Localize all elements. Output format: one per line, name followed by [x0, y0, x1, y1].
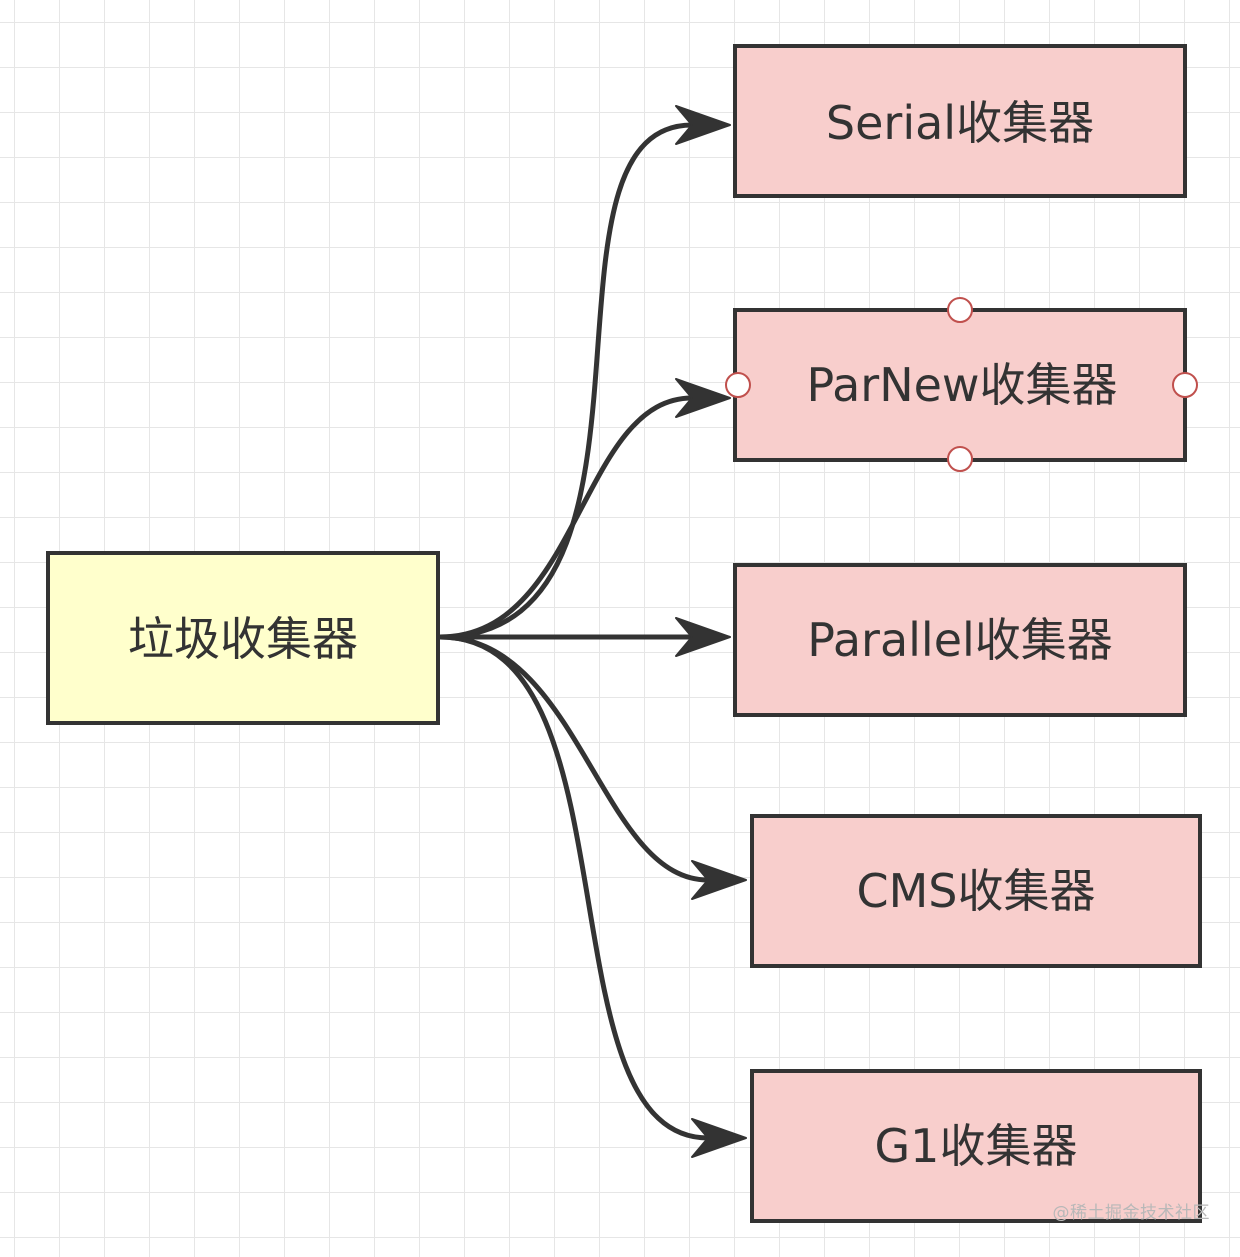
- node-box-g1: [750, 1069, 1202, 1223]
- node-box-serial: [733, 44, 1187, 198]
- arrowhead-g1: [691, 1118, 747, 1158]
- arrowhead-serial: [675, 105, 731, 145]
- node-label-parnew: ParNew收集器: [806, 358, 1117, 412]
- node-label-cms: CMS收集器: [856, 864, 1095, 918]
- edge-to-serial[interactable]: [437, 122, 695, 640]
- node-box-root: [46, 551, 440, 725]
- edge-to-cms[interactable]: [437, 634, 711, 883]
- node-garbage-collector[interactable]: 垃圾收集器: [46, 551, 440, 725]
- selection-handle-top[interactable]: [947, 297, 973, 323]
- node-parallel[interactable]: Parallel收集器: [733, 563, 1187, 717]
- node-label-root: 垃圾收集器: [128, 612, 358, 666]
- node-parnew[interactable]: ParNew收集器: [725, 297, 1198, 472]
- node-label-parallel: Parallel收集器: [807, 613, 1113, 667]
- node-label-g1: G1收集器: [875, 1119, 1078, 1173]
- node-serial[interactable]: Serial收集器: [733, 44, 1187, 198]
- node-box-cms: [750, 814, 1202, 968]
- arrowhead-parnew: [675, 378, 731, 418]
- selection-handle-right[interactable]: [1172, 372, 1198, 398]
- selection-handle-bottom[interactable]: [947, 446, 973, 472]
- arrowhead-cms: [691, 860, 747, 900]
- node-label-serial: Serial收集器: [826, 96, 1094, 150]
- arrowhead-parallel: [675, 617, 731, 657]
- edge-to-parnew[interactable]: [437, 395, 695, 640]
- watermark: @稀土掘金技术社区: [1052, 1203, 1210, 1223]
- node-g1[interactable]: G1收集器: [750, 1069, 1202, 1223]
- node-box-parallel: [733, 563, 1187, 717]
- edge-to-g1[interactable]: [437, 634, 711, 1141]
- node-cms[interactable]: CMS收集器: [750, 814, 1202, 968]
- selection-handle-left[interactable]: [725, 372, 751, 398]
- edges: [437, 105, 747, 1158]
